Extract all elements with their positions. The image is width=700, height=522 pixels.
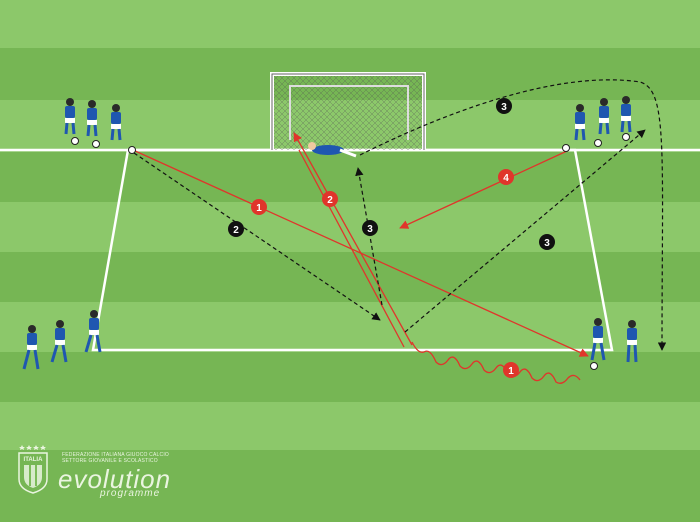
player [50, 320, 68, 363]
players-top-left [64, 98, 136, 154]
marker-label: 3 [367, 224, 373, 235]
marker-label: 2 [327, 195, 333, 206]
marker-3c: 3 [539, 234, 555, 250]
marker-4: 4 [498, 169, 514, 185]
marker-label: 3 [501, 102, 507, 113]
marker-label: 3 [544, 238, 550, 249]
federation-line-1: FEDERAZIONE ITALIANA GIUOCO CALCIO [62, 452, 170, 458]
marker-3b: 3 [362, 220, 378, 236]
run-arrow-3b [404, 129, 646, 333]
evolution-wordmark: evolution [58, 464, 172, 494]
marker-3a: 3 [496, 98, 512, 114]
player [574, 104, 586, 141]
run-arrow-3a [355, 167, 383, 306]
player [590, 318, 606, 361]
figc-shield-logo: ITALIA [18, 445, 48, 494]
marker-2a: 2 [228, 221, 244, 237]
pass-arrow-2b [298, 149, 405, 348]
marker-2b: 2 [322, 191, 338, 207]
goalkeeper [308, 142, 357, 158]
dribble-line [411, 341, 581, 384]
pass-arrow-2a [293, 132, 413, 346]
player [620, 96, 632, 133]
players-top-right [562, 96, 632, 152]
programme-wordmark: programme [100, 488, 161, 499]
player [598, 98, 610, 135]
players-bottom-left [22, 310, 102, 370]
pass-arrow-4 [399, 150, 568, 229]
marker-label: 1 [256, 203, 262, 214]
player [84, 310, 102, 353]
run-arrows [133, 79, 667, 351]
player [22, 325, 40, 370]
shield-text: ITALIA [24, 457, 44, 463]
player [64, 98, 76, 135]
branding: FEDERAZIONE ITALIANA GIUOCO CALCIO SETTO… [14, 440, 194, 500]
run-arrow-2 [133, 152, 381, 321]
pass-arrows [132, 132, 589, 384]
marker-label: 1 [508, 366, 514, 377]
federation-line-2: SETTORE GIOVANILE E SCOLASTICO [62, 458, 158, 464]
federation-text: FEDERAZIONE ITALIANA GIUOCO CALCIO SETTO… [62, 452, 169, 464]
marker-1a: 1 [251, 199, 267, 215]
marker-1b: 1 [503, 362, 519, 378]
players-bottom-right [590, 318, 638, 370]
player [86, 100, 98, 137]
marker-label: 4 [503, 173, 509, 184]
player [110, 104, 122, 141]
goal [270, 72, 426, 150]
marker-label: 2 [233, 225, 239, 236]
player [626, 320, 638, 363]
